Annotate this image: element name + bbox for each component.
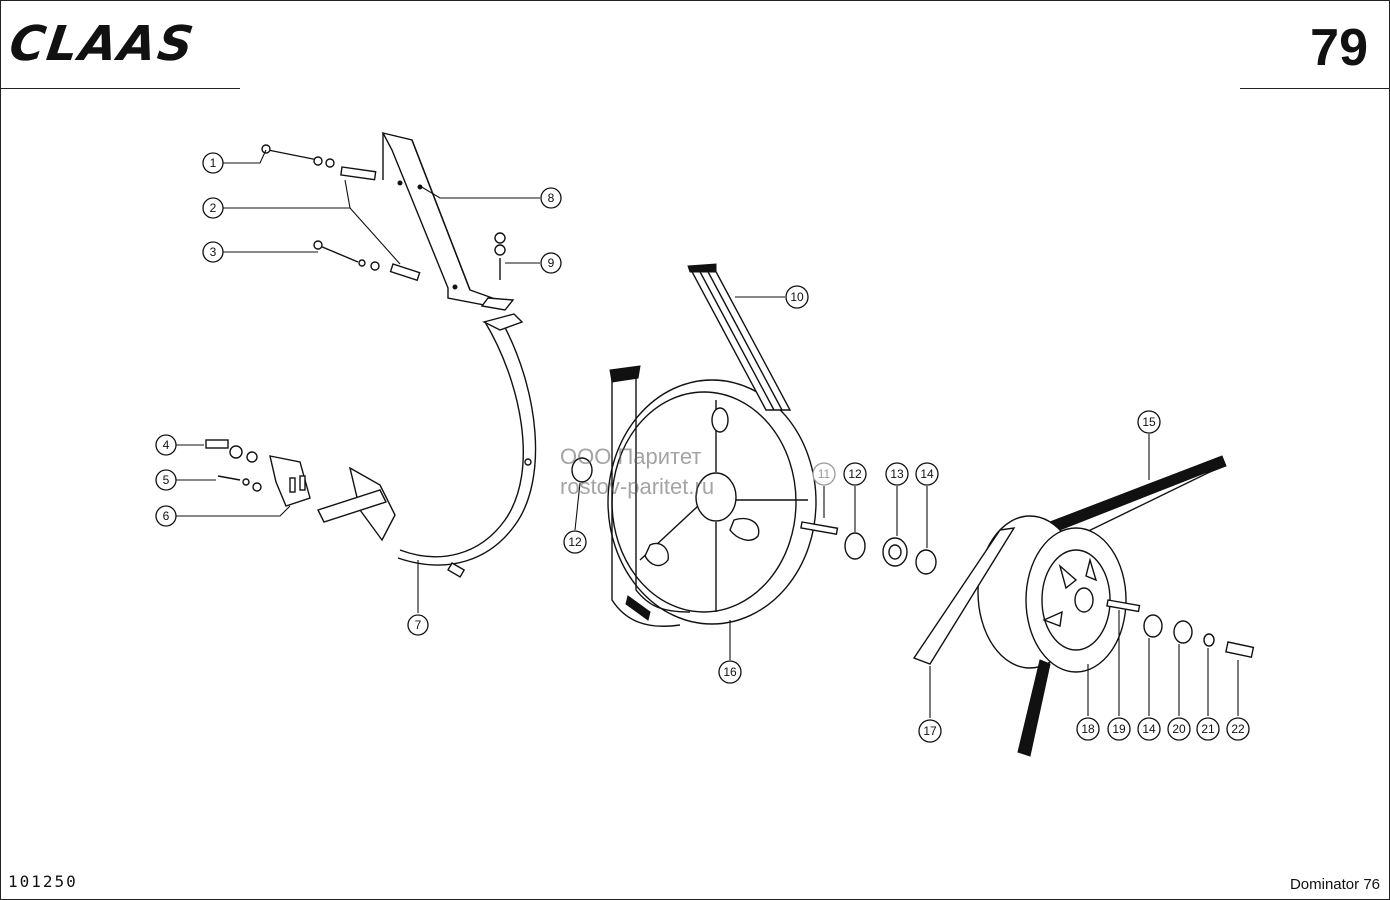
part-small-parts-19-22 <box>1106 599 1255 659</box>
callout-13: 13 <box>885 462 909 486</box>
part-bearing-13 <box>882 537 908 567</box>
svg-text:2: 2 <box>210 201 217 215</box>
header-rule-right <box>1240 88 1390 89</box>
part-bushing-14 <box>915 549 937 575</box>
header-rule-left <box>0 88 240 89</box>
watermark: ООО Паритет rostov-paritet.ru <box>560 442 714 502</box>
svg-text:20: 20 <box>1172 722 1186 736</box>
part-bolt-5 <box>217 475 262 492</box>
svg-text:4: 4 <box>163 438 170 452</box>
svg-text:5: 5 <box>163 473 170 487</box>
callout-3: 3 <box>202 241 224 263</box>
callout-12: 12 <box>843 462 867 486</box>
watermark-line-1: ООО Паритет <box>560 444 702 469</box>
callout-9: 9 <box>540 252 562 274</box>
leader-lines <box>170 149 1239 718</box>
part-spacer-2-lower <box>389 263 421 282</box>
svg-text:6: 6 <box>163 509 170 523</box>
callout-21: 21 <box>1196 717 1220 741</box>
callout-16: 16 <box>718 660 742 684</box>
svg-text:7: 7 <box>415 618 422 632</box>
svg-text:13: 13 <box>890 467 904 481</box>
svg-text:12: 12 <box>848 467 862 481</box>
callout-12-left: 12 <box>563 530 587 554</box>
page-number: 79 <box>1310 19 1368 77</box>
part-pulley-18 <box>977 515 1127 673</box>
callout-4: 4 <box>155 434 177 456</box>
callout-1: 1 <box>202 152 224 174</box>
callout-14: 14 <box>915 462 939 486</box>
callout-17: 17 <box>918 719 942 743</box>
callout-20: 20 <box>1167 717 1191 741</box>
svg-text:14: 14 <box>920 467 934 481</box>
part-bracket-8 <box>381 131 515 311</box>
part-spacer-2-upper <box>340 166 377 181</box>
svg-text:12: 12 <box>568 535 582 549</box>
callout-22: 22 <box>1226 717 1250 741</box>
svg-text:1: 1 <box>210 156 217 170</box>
model-name: Dominator 76 <box>1289 876 1380 893</box>
svg-text:18: 18 <box>1081 722 1095 736</box>
part-bolt-3 <box>313 240 380 271</box>
callout-2: 2 <box>202 197 224 219</box>
callout-6: 6 <box>155 505 177 527</box>
callout-5: 5 <box>155 469 177 491</box>
part-bushing-12-left <box>571 457 593 483</box>
svg-text:9: 9 <box>548 256 555 270</box>
part-guard-strap-7 <box>317 313 537 578</box>
watermark-line-2: rostov-paritet.ru <box>560 474 715 499</box>
part-pulley-16 <box>607 379 817 625</box>
callout-10: 10 <box>785 285 809 309</box>
part-belt-16-wrap <box>609 365 691 627</box>
callout-8: 8 <box>540 187 562 209</box>
svg-text:22: 22 <box>1231 722 1245 736</box>
callout-18: 18 <box>1076 717 1100 741</box>
svg-text:15: 15 <box>1142 415 1156 429</box>
document-code: 101250 <box>8 872 78 891</box>
part-belt-17 <box>912 527 1051 757</box>
svg-text:8: 8 <box>548 191 555 205</box>
callout-14-right: 14 <box>1137 717 1161 741</box>
part-pin-11 <box>800 521 839 535</box>
callout-19: 19 <box>1107 717 1131 741</box>
svg-text:17: 17 <box>923 724 937 738</box>
svg-text:19: 19 <box>1112 722 1126 736</box>
svg-text:3: 3 <box>210 245 217 259</box>
callout-11: 11 <box>812 462 836 486</box>
part-bolt-4 <box>205 439 258 463</box>
svg-text:11: 11 <box>818 467 831 481</box>
callout-15: 15 <box>1137 410 1161 434</box>
part-plate-6 <box>269 455 311 507</box>
part-bolt-9 <box>494 232 506 280</box>
svg-text:14: 14 <box>1142 722 1156 736</box>
part-bolt-1 <box>261 144 335 168</box>
part-belt-10 <box>687 263 792 411</box>
callout-7: 7 <box>407 614 429 636</box>
svg-text:16: 16 <box>723 665 737 679</box>
svg-text:21: 21 <box>1201 722 1215 736</box>
svg-text:10: 10 <box>790 290 804 304</box>
part-bushing-12 <box>844 532 866 560</box>
